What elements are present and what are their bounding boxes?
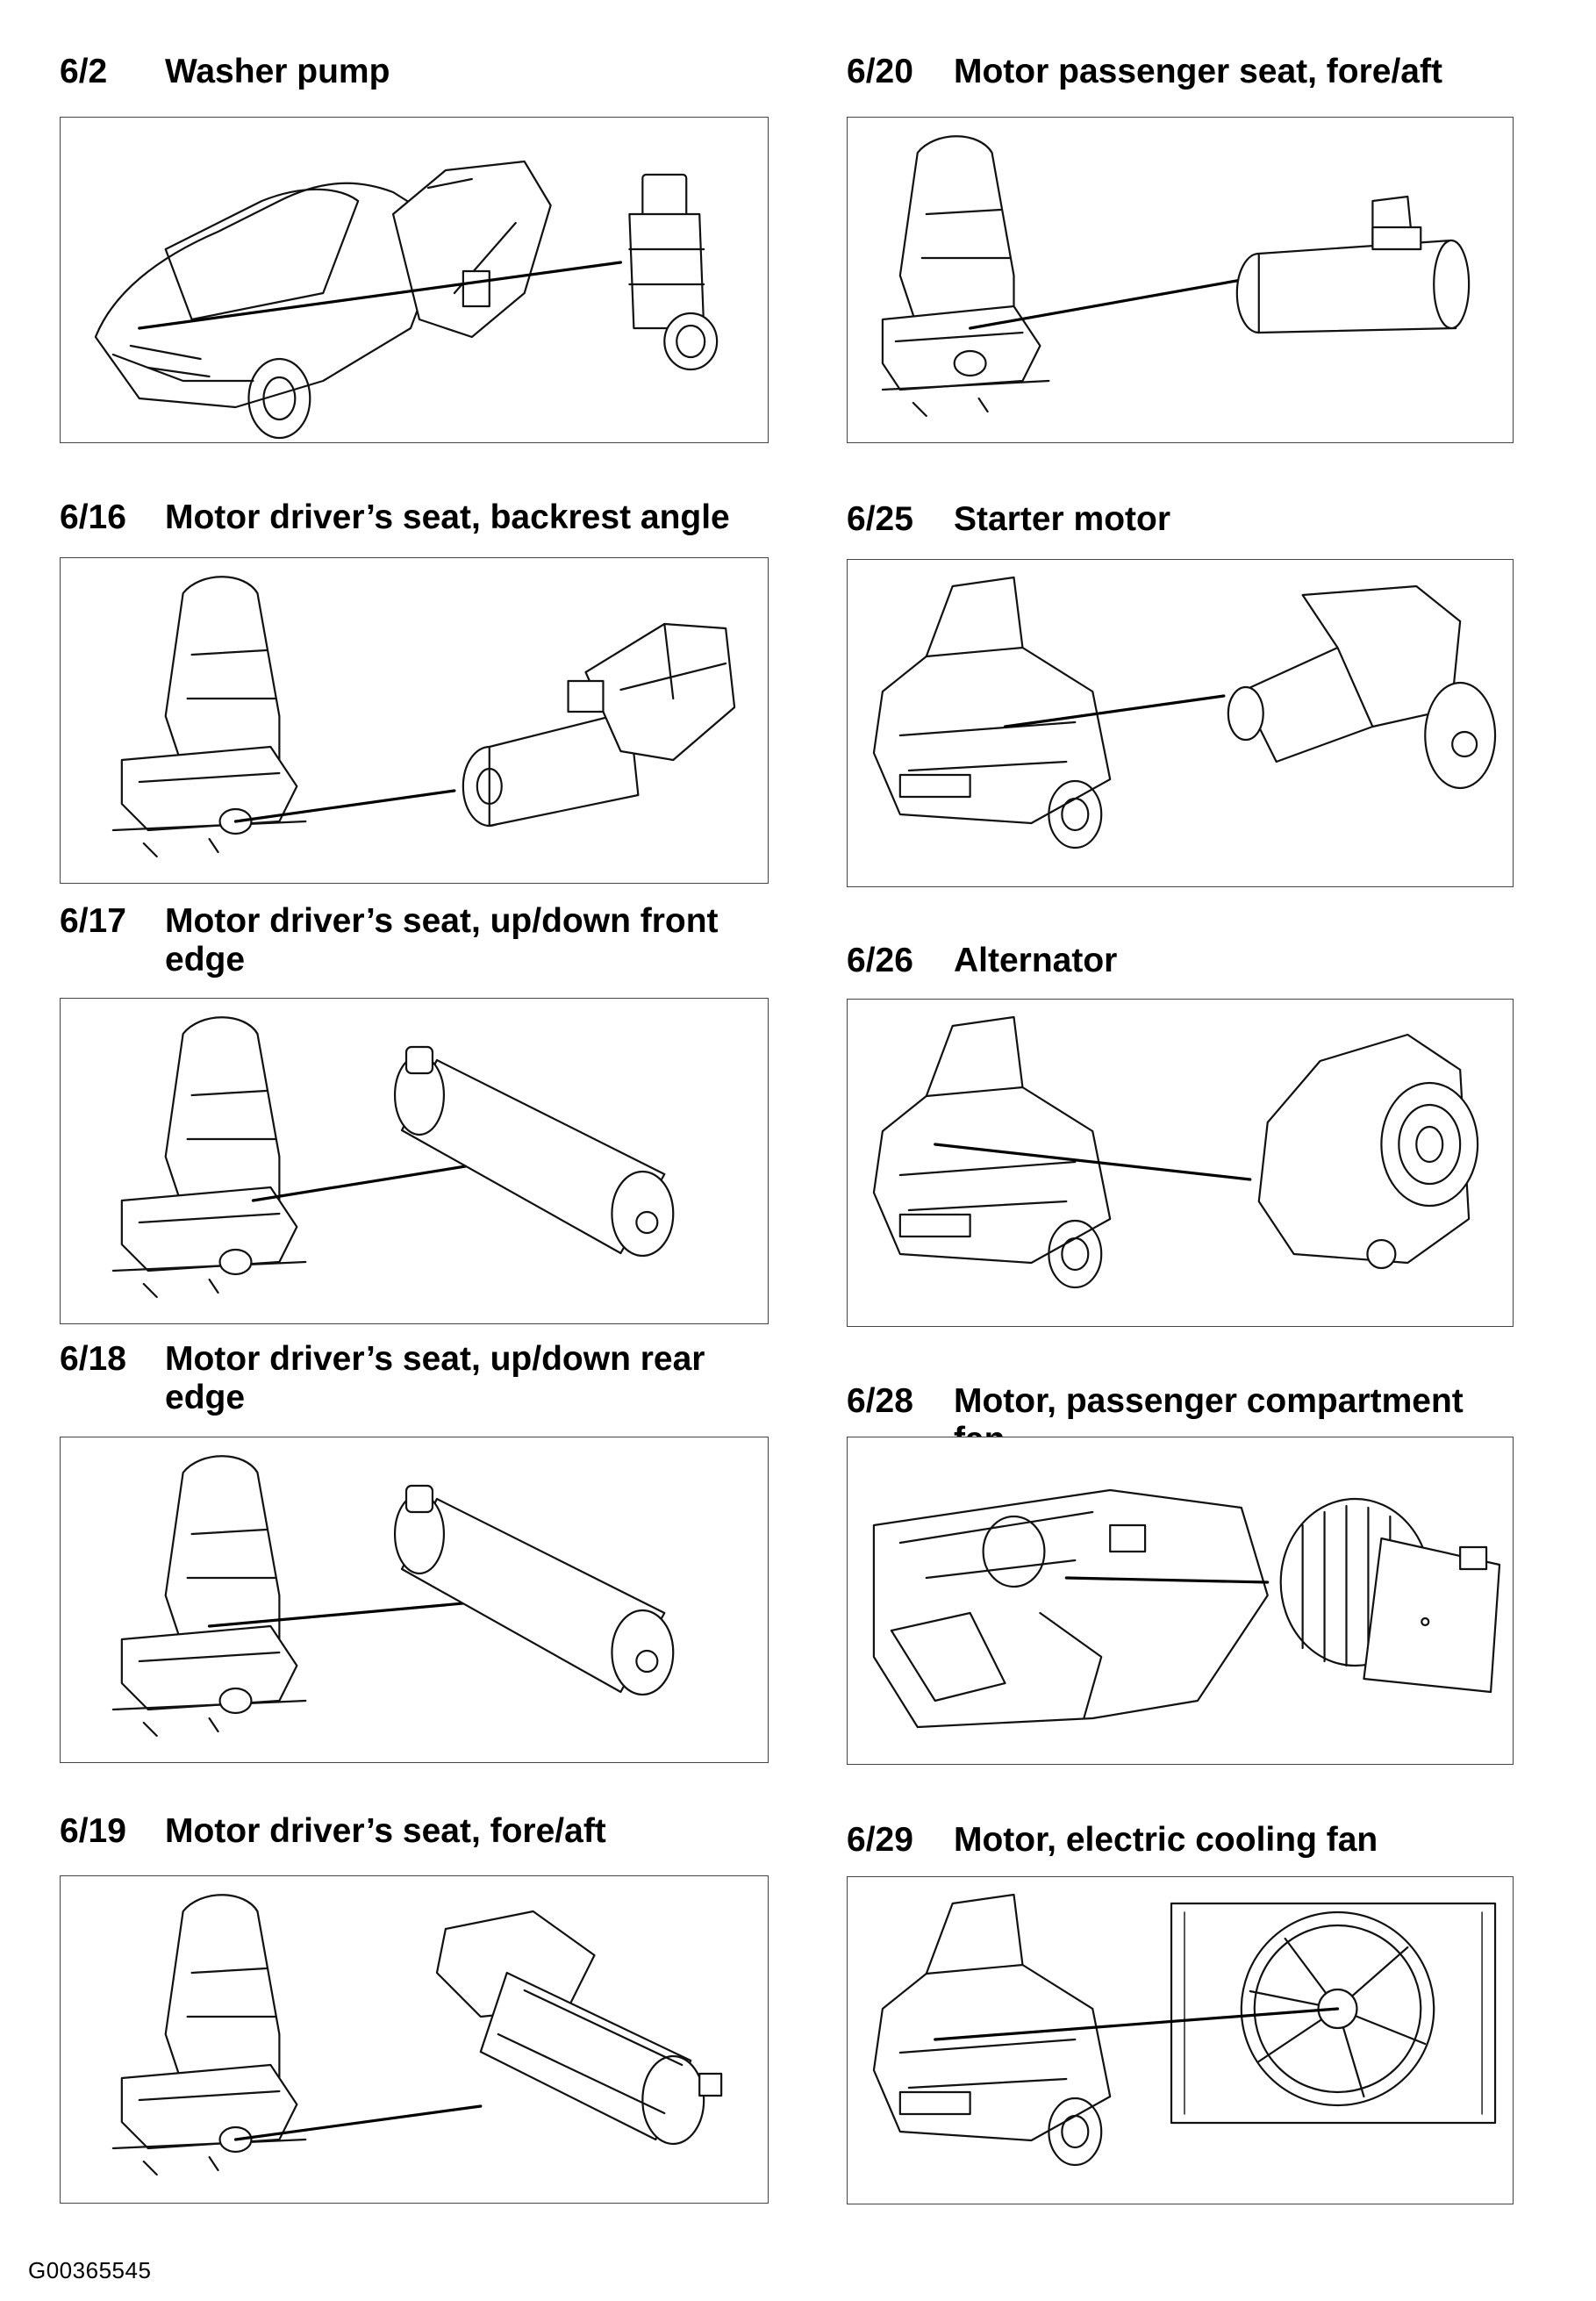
entry-code: 6/17 xyxy=(60,902,126,940)
entry-title: Motor driver’s seat, fore/aft xyxy=(165,1812,606,1850)
entry-code: 6/26 xyxy=(847,942,913,979)
backrest-angle-motor-illustration xyxy=(60,557,769,884)
entry-code: 6/18 xyxy=(60,1340,126,1378)
entry-code: 6/16 xyxy=(60,498,126,536)
entry-title: Alternator xyxy=(954,942,1118,979)
entry-title: Motor driver’s seat, backrest angle xyxy=(165,498,730,536)
cooling-fan-motor-illustration xyxy=(847,1876,1514,2204)
entry-title: Motor, electric cooling fan xyxy=(954,1821,1378,1859)
cabin-fan-motor-illustration xyxy=(847,1437,1514,1765)
entry-code: 6/19 xyxy=(60,1812,126,1850)
fore-aft-motor-illustration xyxy=(60,1875,769,2204)
starter-motor-illustration xyxy=(847,559,1514,887)
passenger-seat-motor-illustration xyxy=(847,117,1514,443)
entry-code: 6/25 xyxy=(847,500,913,538)
alternator-illustration xyxy=(847,999,1514,1327)
entry-code: 6/2 xyxy=(60,53,108,90)
entry-title: Starter motor xyxy=(954,500,1171,538)
entry-code: 6/29 xyxy=(847,1821,913,1859)
rear-edge-motor-illustration xyxy=(60,1437,769,1763)
front-edge-motor-illustration xyxy=(60,998,769,1324)
entry-title: Washer pump xyxy=(165,53,390,90)
document-code: G00365545 xyxy=(28,2257,152,2283)
entry-title: Motor passenger seat, fore/aft xyxy=(954,53,1442,90)
entry-title: Motor driver’s seat, up/down front edge xyxy=(165,902,719,978)
entry-code: 6/20 xyxy=(847,53,913,90)
washer-pump-illustration xyxy=(60,117,769,443)
entry-title: Motor driver’s seat, up/down rear edge xyxy=(165,1340,705,1416)
entry-code: 6/28 xyxy=(847,1382,913,1420)
